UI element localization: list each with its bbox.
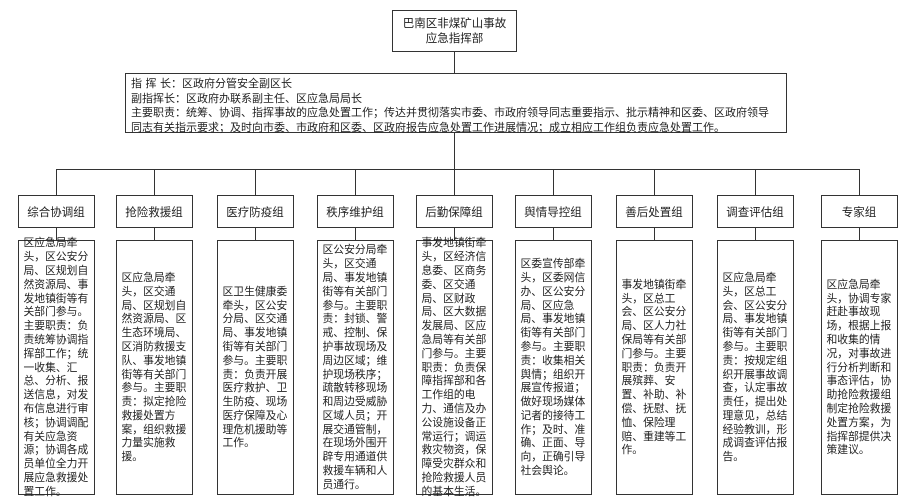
group-name-box: 抢险救援组 bbox=[115, 195, 193, 228]
duties-line1: 主要职责：统筹、协调、指挥事故的应急处置工作；传达并贯彻落实市委、市政府领导同志… bbox=[131, 106, 769, 119]
connector-group-to-desc bbox=[553, 228, 554, 240]
group-duties-box: 区卫生健康委牵头，区公安分局、区交通局、事发地镇街等有关部门参与。主要职责：负责… bbox=[216, 240, 294, 495]
connector-bus-to-group bbox=[755, 169, 756, 195]
group-duties-text: 区应急局牵头，区交通局、区规划自然资源局、区生态环境局、区消防救援支队、事发地镇… bbox=[121, 270, 187, 464]
group-name-box: 后勤保障组 bbox=[415, 195, 493, 228]
commander-line: 指 挥 长：区政府分管安全副区长 bbox=[131, 77, 292, 90]
group-duties-box: 区应急局牵头，区交通局、区规划自然资源局、区生态环境局、区消防救援支队、事发地镇… bbox=[115, 240, 193, 495]
command-title-line2: 应急指挥部 bbox=[425, 31, 484, 45]
command-title-box: 巴南区非煤矿山事故 应急指挥部 bbox=[392, 10, 517, 52]
group-name-box: 舆情导控组 bbox=[514, 195, 592, 228]
group-name-box: 综合协调组 bbox=[17, 195, 95, 228]
command-title-line1: 巴南区非煤矿山事故 bbox=[402, 16, 507, 30]
connector-title-to-leaders bbox=[454, 52, 455, 73]
connector-bus-to-group bbox=[255, 169, 256, 195]
leadership-box: 指 挥 长：区政府分管安全副区长 副指挥长：区政府办联系副主任、区应急局局长 主… bbox=[125, 73, 787, 134]
group-name-box: 秩序维护组 bbox=[316, 195, 394, 228]
connector-bus-to-group bbox=[654, 169, 655, 195]
deputy-commander-line: 副指挥长：区政府办联系副主任、区应急局局长 bbox=[131, 91, 362, 105]
connector-bus-to-group bbox=[454, 169, 455, 195]
group-duties-text: 区卫生健康委牵头，区公安分局、区交通局、事发地镇街等有关部门参与。主要职责：负责… bbox=[222, 284, 288, 450]
group-name-box: 善后处置组 bbox=[615, 195, 693, 228]
group-duties-text: 区应急局牵头，区总工会、区公安分局、事发地镇街等有关部门参与。主要职责：按规定组… bbox=[722, 270, 788, 464]
connector-leaders-to-bus bbox=[454, 133, 455, 169]
group-duties-text: 区公安分局牵头，区交通局、事发地镇街等有关部门参与。主要职责：封锁、警戒、控制、… bbox=[322, 243, 388, 491]
connector-group-to-desc bbox=[859, 228, 860, 240]
group-duties-text: 区委宣传部牵头，区委网信办、区公安分局、区应急局、事发地镇街等有关部门参与。主要… bbox=[520, 257, 586, 478]
group-duties-text: 事发地镇街牵头，区总工会、区公安分局、区人力社保局等有关部门参与。主要职责：负责… bbox=[621, 277, 687, 457]
connector-bus-to-group bbox=[859, 169, 860, 195]
group-name-box: 医疗防疫组 bbox=[216, 195, 294, 228]
group-duties-box: 区委宣传部牵头，区委网信办、区公安分局、区应急局、事发地镇街等有关部门参与。主要… bbox=[514, 240, 592, 495]
group-duties-box: 区应急局牵头，协调专家赶赴事故现场，根据上报和收集的情况，对事故进行分析判断和事… bbox=[820, 240, 898, 495]
group-duties-box: 事发地镇街牵头，区总工会、区公安分局、区人力社保局等有关部门参与。主要职责：负责… bbox=[615, 240, 693, 495]
group-duties-box: 区公安分局牵头，区交通局、事发地镇街等有关部门参与。主要职责：封锁、警戒、控制、… bbox=[316, 240, 394, 495]
connector-bus-to-group bbox=[154, 169, 155, 195]
group-duties-box: 事发地镇街牵头，区经济信息委、区商务委、区交通局、区财政局、区大数据发展局、区应… bbox=[415, 236, 493, 498]
connector-group-to-desc bbox=[755, 228, 756, 240]
connector-bus-to-group bbox=[56, 169, 57, 195]
connector-group-to-desc bbox=[355, 228, 356, 240]
duties-line2: 同志有关指示要求；及时向市委、市政府和区委、区政府报告应急处置工作进展情况；成立… bbox=[131, 120, 725, 134]
group-name-box: 专家组 bbox=[820, 195, 898, 228]
group-name-box: 调查评估组 bbox=[716, 195, 794, 228]
connector-bus-to-group bbox=[355, 169, 356, 195]
group-duties-text: 区应急局牵头，协调专家赶赴事故现场，根据上报和收集的情况，对事故进行分析判断和事… bbox=[826, 277, 892, 457]
connector-group-to-desc bbox=[454, 228, 455, 240]
group-duties-box: 区应急局牵头，区公安分局、区规划自然资源局、事发地镇街等有关部门参与。主要职责：… bbox=[17, 236, 95, 498]
group-duties-box: 区应急局牵头，区总工会、区公安分局、事发地镇街等有关部门参与。主要职责：按规定组… bbox=[716, 240, 794, 495]
connector-group-to-desc bbox=[154, 228, 155, 240]
connector-group-to-desc bbox=[56, 228, 57, 240]
group-duties-text: 事发地镇街牵头，区经济信息委、区商务委、区交通局、区财政局、区大数据发展局、区应… bbox=[421, 236, 487, 498]
group-duties-text: 区应急局牵头，区公安分局、区规划自然资源局、事发地镇街等有关部门参与。主要职责：… bbox=[23, 236, 89, 498]
connector-bus-to-group bbox=[553, 169, 554, 195]
connector-group-to-desc bbox=[654, 228, 655, 240]
connector-horizontal-bus bbox=[56, 169, 859, 170]
connector-group-to-desc bbox=[255, 228, 256, 240]
